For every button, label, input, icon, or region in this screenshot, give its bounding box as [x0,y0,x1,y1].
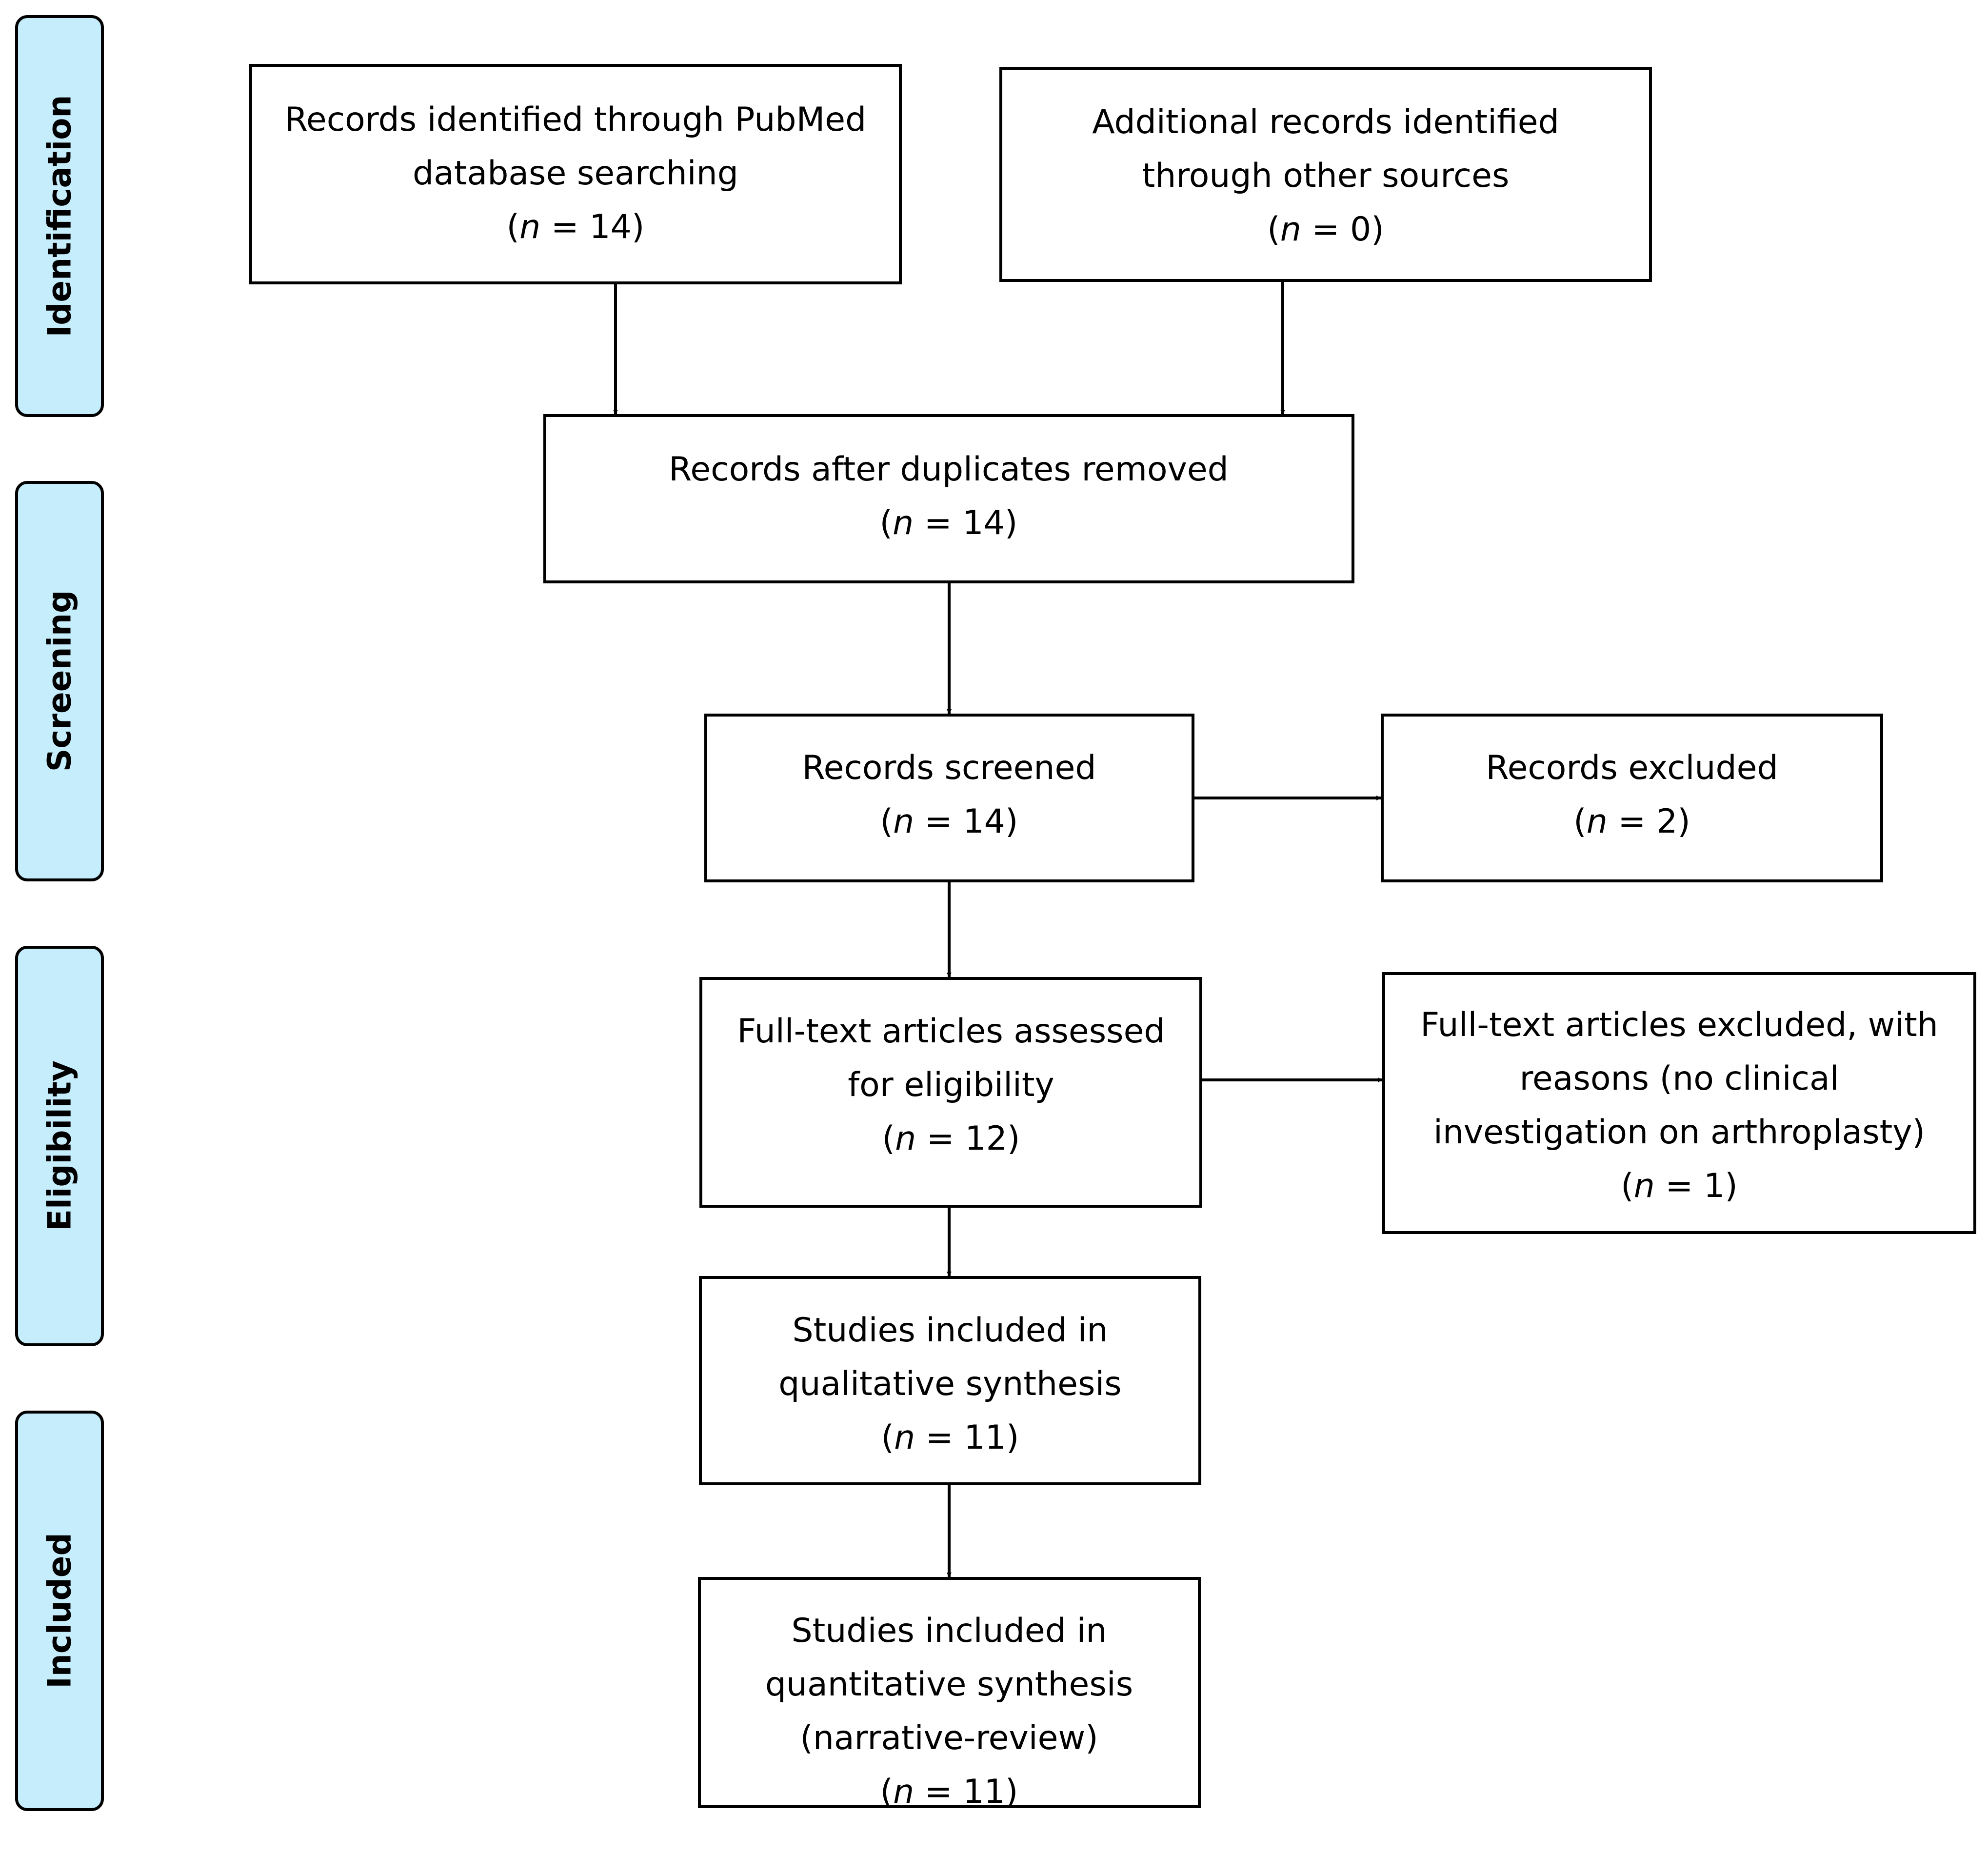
box-line: Records excluded [1486,749,1778,787]
box-line: for eligibility [848,1066,1054,1104]
box-line: (narrative-review) [800,1719,1098,1757]
count-variable: n [1634,1167,1655,1205]
box-duplicates-removed [543,414,1354,583]
count-value: = 11) [915,1418,1019,1457]
box-fulltext-excluded [1382,972,1976,1234]
count-value: = 14) [540,208,644,246]
count-variable: n [1280,210,1301,249]
count-value: = 2) [1608,802,1690,841]
count-variable: n [893,504,914,542]
box-line: Studies included in [792,1612,1107,1650]
phase-eligibility: Eligibility [15,946,104,1346]
box-records-screened [704,714,1194,882]
box-line: Records after duplicates removed [669,450,1229,489]
count-open: ( [880,1773,894,1811]
phase-label-identification: Identification [41,95,79,338]
count-open: ( [880,504,893,542]
phase-label-eligibility: Eligibility [41,1060,79,1231]
count-value: = 14) [914,504,1017,542]
phase-label-screening: Screening [41,590,79,772]
box-line: Records screened [802,749,1096,787]
text-fulltext-excluded: Full-text articles excluded, with reasons… [1420,1006,1938,1205]
count-variable: n [1587,802,1608,841]
phase-label-included: Included [41,1533,79,1689]
count-variable: n [895,1119,916,1158]
box-line: investigation on arthroplasty) [1433,1113,1925,1152]
phase-identification: Identification [15,15,104,417]
box-other-sources [999,67,1652,282]
box-line: Records identified through PubMed [285,100,867,139]
box-line: through other sources [1142,157,1510,195]
box-pubmed [249,64,902,284]
box-records-excluded [1381,714,1883,882]
text-other-sources: Additional records identified through oth… [1092,103,1559,249]
text-quantitative-synthesis: Studies included in quantitative synthesi… [765,1612,1133,1811]
count-variable: n [519,208,540,246]
box-line: Full-text articles assessed [737,1012,1165,1051]
text-qualitative-synthesis: Studies included in qualitative synthesis… [778,1311,1121,1457]
box-line: Additional records identified [1092,103,1559,141]
count-value: = 1) [1655,1167,1738,1205]
box-line: quantitative synthesis [765,1665,1133,1704]
box-quantitative-synthesis [698,1577,1201,1808]
count-open: ( [1267,210,1280,249]
box-line: reasons (no clinical [1519,1059,1839,1098]
count-open: ( [1573,802,1587,841]
count-value: = 14) [914,802,1018,841]
count-variable: n [893,1773,914,1811]
count-variable: n [894,1418,915,1457]
count-variable: n [893,802,914,841]
box-line: Studies included in [793,1311,1108,1350]
text-fulltext-assessed: Full-text articles assessed for eligibili… [737,1012,1165,1158]
phase-included: Included [15,1411,104,1811]
count-open: ( [507,208,520,246]
count-open: ( [881,1418,895,1457]
box-fulltext-assessed [699,977,1202,1208]
text-pubmed: Records identified through PubMed databas… [285,100,867,246]
box-line: qualitative synthesis [778,1365,1121,1403]
text-records-excluded: Records excluded (n = 2) [1486,749,1778,841]
box-line: Full-text articles excluded, with [1420,1006,1938,1044]
count-value: = 11) [914,1773,1018,1811]
count-open: ( [882,1119,895,1158]
count-value: = 12) [916,1119,1020,1158]
text-records-screened: Records screened (n = 14) [802,749,1096,841]
text-duplicates-removed: Records after duplicates removed (n = 14) [669,450,1229,542]
box-line: database searching [413,154,738,193]
count-open: ( [880,802,894,841]
count-value: = 0) [1301,210,1384,249]
phase-screening: Screening [15,481,104,881]
count-open: ( [1621,1167,1634,1205]
